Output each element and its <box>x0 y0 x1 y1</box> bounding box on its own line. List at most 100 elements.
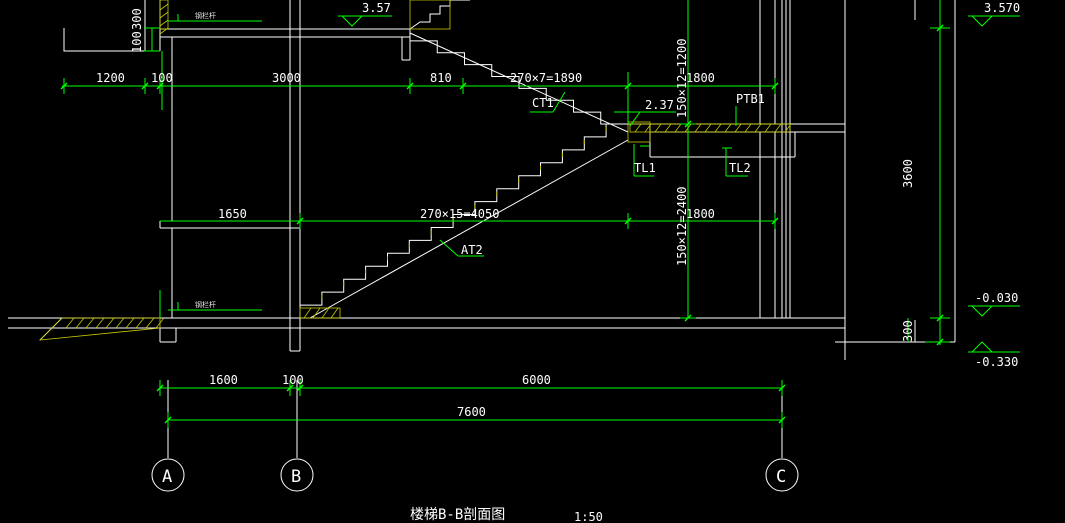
hatch-stroke <box>724 123 732 133</box>
level-top-right: 3.570 <box>984 1 1020 15</box>
dim-right-300: 300 <box>901 320 915 342</box>
hatch-stroke <box>312 307 321 319</box>
dimension-tick <box>778 416 786 424</box>
dimension-tick <box>296 384 304 392</box>
hatch-stroke <box>704 123 712 133</box>
label-ct1: CT1 <box>532 96 554 110</box>
hatch-stroke <box>95 317 105 329</box>
dim-top-3000: 3000 <box>272 71 301 85</box>
level-top-left: 3.57 <box>362 1 391 15</box>
dim-top-1800: 1800 <box>686 71 715 85</box>
dim-top-flight: 270×7=1890 <box>510 71 582 85</box>
hatch-stroke <box>764 123 772 133</box>
hatch-stroke <box>85 317 95 329</box>
label-at2: AT2 <box>461 243 483 257</box>
dimension-tick <box>936 314 944 322</box>
hatch-stroke <box>634 123 642 133</box>
label-rail-lower: 钢栏杆 <box>195 300 216 309</box>
dimension-tick <box>156 384 164 392</box>
dim-left-100: 100 <box>130 31 144 53</box>
dim-mid-flight: 270×15=4050 <box>420 207 499 221</box>
dim-mid-1650: 1650 <box>218 207 247 221</box>
level-marker-ground <box>968 305 1020 317</box>
hatch-stroke <box>159 19 169 27</box>
drawing-scale: 1:50 <box>574 510 603 523</box>
bottom-flight-step-profile <box>299 123 628 318</box>
hatch-stroke <box>105 317 115 329</box>
hatch-stroke <box>774 123 782 133</box>
dim-bottom-100: 100 <box>282 373 304 387</box>
dimension-tick <box>60 82 68 90</box>
level-ground: -0.030 <box>975 291 1018 305</box>
hatch-stroke <box>744 123 752 133</box>
structure-lines <box>8 0 956 458</box>
label-tl1: TL1 <box>634 161 656 175</box>
level-marker-base <box>968 341 1020 353</box>
label-rail-upper: 钢栏杆 <box>195 11 216 20</box>
hatch-stroke <box>303 307 312 319</box>
dim-top-810: 810 <box>430 71 452 85</box>
hatch-stroke <box>65 317 75 329</box>
hatch-stroke <box>75 317 85 329</box>
dim-top-100: 100 <box>151 71 173 85</box>
hatch-stroke <box>159 11 169 19</box>
dim-vert-bottom-flight: 150×12=2400 <box>675 187 689 266</box>
hatch-stroke <box>654 123 662 133</box>
dim-bottom-total: 7600 <box>457 405 486 419</box>
hatch-stroke <box>714 123 722 133</box>
dimension-tick <box>778 384 786 392</box>
dimension-tick <box>624 82 632 90</box>
hatch-stroke <box>159 27 169 35</box>
hatch-stroke <box>674 123 682 133</box>
level-marker-top-right <box>968 15 1020 27</box>
dimension-tick <box>459 82 467 90</box>
hatch-stroke <box>159 3 169 11</box>
hatch-stroke <box>734 123 742 133</box>
axis-bubble-b <box>280 458 314 492</box>
dimension-tick <box>684 120 692 128</box>
hatch-marks <box>65 3 792 329</box>
dimension-tick <box>936 24 944 32</box>
dimension-tick <box>296 217 304 225</box>
hatch-stroke <box>145 317 155 329</box>
axis-bubble-c <box>765 458 799 492</box>
hatch-stroke <box>155 317 165 329</box>
hatch-stroke <box>694 123 702 133</box>
dimension-tick <box>936 338 944 346</box>
hatch-stroke <box>125 317 135 329</box>
hatch-stroke <box>321 307 330 319</box>
level-landing: 2.37 <box>645 98 674 112</box>
dimension-tick <box>156 82 164 90</box>
dimension-tick <box>771 82 779 90</box>
axis-bubble-a <box>151 458 185 492</box>
dim-top-1200: 1200 <box>96 71 125 85</box>
level-base: -0.330 <box>975 355 1018 369</box>
dimension-tick <box>406 82 414 90</box>
label-ptb1: PTB1 <box>736 92 765 106</box>
top-flight-steps <box>409 0 628 125</box>
dimension-lines <box>62 0 950 428</box>
drawing-title: 楼梯B-B剖面图 <box>410 507 505 523</box>
dim-bottom-1600: 1600 <box>209 373 238 387</box>
dimension-tick <box>141 82 149 90</box>
hatch-stroke <box>330 307 339 319</box>
top-flight-step-profile <box>409 29 628 125</box>
dim-left-300: 300 <box>130 8 144 30</box>
axis-label-a: A <box>162 467 172 487</box>
hatch-stroke <box>115 317 125 329</box>
hatch-stroke <box>135 317 145 329</box>
dim-vert-top-flight: 150×12=1200 <box>675 39 689 118</box>
axis-label-b: B <box>291 467 301 487</box>
dimension-tick <box>164 416 172 424</box>
dim-bottom-6000: 6000 <box>522 373 551 387</box>
hatch-stroke <box>644 123 652 133</box>
dim-right-3600: 3600 <box>901 159 915 188</box>
dimension-ticks <box>60 24 944 424</box>
axis-label-c: C <box>776 467 786 487</box>
upper-flight-step-profile <box>409 0 451 30</box>
dimension-tick <box>286 384 294 392</box>
dimension-tick <box>771 217 779 225</box>
hatch-stroke <box>784 123 792 133</box>
label-tl2: TL2 <box>729 161 751 175</box>
